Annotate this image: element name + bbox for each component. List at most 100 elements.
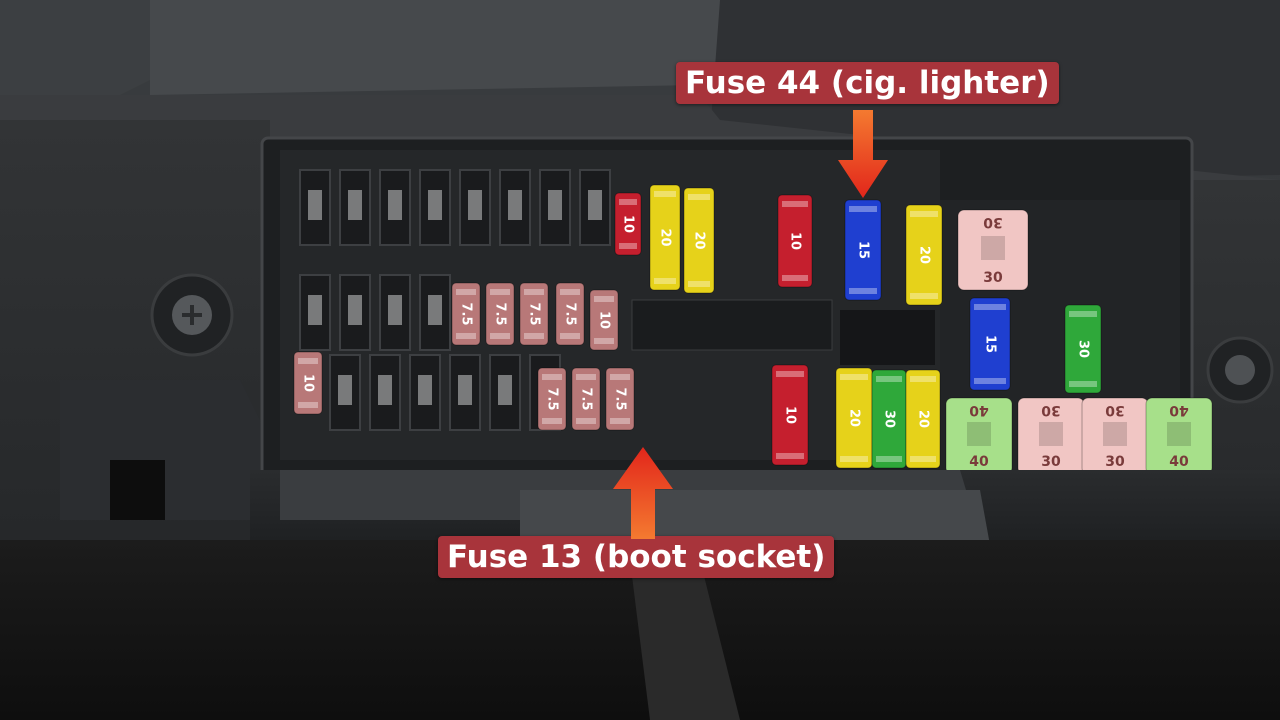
slot-contact — [418, 375, 432, 405]
mini-fuse — [969, 297, 1011, 391]
fuse-terminal — [619, 243, 637, 249]
fuse-terminal — [524, 333, 544, 339]
fuse-rating: 7.5 — [563, 302, 578, 325]
slot-contact — [508, 190, 522, 220]
mini-fuse — [589, 289, 619, 351]
fuse-rating: 10 — [788, 232, 803, 250]
slot-contact — [468, 190, 482, 220]
fuse-terminal — [910, 211, 938, 217]
mini-fuse — [683, 187, 715, 294]
fuse-window — [981, 236, 1005, 260]
fuse-terminal — [849, 288, 877, 294]
mini-fuse — [905, 204, 943, 306]
pedal-shadow — [630, 560, 740, 720]
arrow-up-icon — [613, 447, 673, 539]
slot-contact — [458, 375, 472, 405]
mini-fuse — [605, 367, 635, 431]
fuse-rating-bottom: 30 — [1105, 454, 1125, 470]
mini-fuse — [485, 282, 515, 346]
mini-fuse — [519, 282, 549, 346]
fuse-terminal — [776, 453, 804, 459]
slot-contact — [308, 190, 322, 220]
slot-contact — [428, 295, 442, 325]
fuse-terminal — [490, 289, 510, 295]
fuse-terminal — [782, 201, 808, 207]
fuse-terminal — [974, 378, 1006, 384]
mini-fuse — [614, 192, 642, 256]
fuse-rating: 10 — [783, 406, 798, 424]
slot-contact — [498, 375, 512, 405]
fuse-rating-top: 40 — [969, 402, 989, 418]
fuse-terminal — [849, 206, 877, 212]
fuse-rating: 30 — [882, 410, 897, 428]
fuse-terminal — [974, 304, 1006, 310]
mini-fuse — [844, 199, 882, 301]
slot-contact — [378, 375, 392, 405]
fuse-terminal — [910, 376, 936, 382]
fuse-rating: 15 — [983, 335, 998, 353]
fuse-terminal — [542, 418, 562, 424]
fuse-terminal — [594, 338, 614, 344]
label-fuse-13: Fuse 13 (boot socket) — [438, 536, 835, 578]
mini-fuse — [293, 351, 323, 415]
mini-fuse — [777, 194, 813, 288]
fuse-rating: 7.5 — [459, 302, 474, 325]
fuse-terminal — [840, 374, 868, 380]
fuse-terminal — [610, 374, 630, 380]
fuse-terminal — [910, 293, 938, 299]
fuse-terminal — [456, 289, 476, 295]
fuse-rating-top: 30 — [1105, 402, 1125, 418]
fuse-rating: 7.5 — [613, 387, 628, 410]
fuse-terminal — [654, 278, 676, 284]
slot-contact — [308, 295, 322, 325]
fuse-slots-left — [299, 169, 611, 431]
fuse-window — [1103, 422, 1127, 446]
fuse-rating: 10 — [597, 311, 612, 329]
fuse-rating: 7.5 — [527, 302, 542, 325]
fuse-terminal — [619, 199, 637, 205]
fuse-rating-bottom: 30 — [1041, 454, 1061, 470]
fuse-terminal — [782, 275, 808, 281]
mini-fuse — [771, 364, 809, 466]
relay-slot — [840, 310, 935, 365]
fuse-rating-top: 30 — [1041, 402, 1061, 418]
left-clip-hole — [110, 460, 165, 520]
fuse-terminal — [688, 194, 710, 200]
fuse-terminal — [594, 296, 614, 302]
fuse-window — [1167, 422, 1191, 446]
slot-contact — [588, 190, 602, 220]
fuse-rating: 7.5 — [493, 302, 508, 325]
fuse-rating: 7.5 — [545, 387, 560, 410]
fuse-terminal — [542, 374, 562, 380]
fuse-terminal — [524, 289, 544, 295]
fuse-rating: 10 — [621, 215, 636, 233]
trim-upper-center — [150, 0, 720, 95]
fuse-terminal — [298, 402, 318, 408]
fuse-window — [967, 422, 991, 446]
slot-contact — [388, 295, 402, 325]
mini-fuse — [537, 367, 567, 431]
fuse-rating: 7.5 — [579, 387, 594, 410]
fuse-terminal — [840, 456, 868, 462]
fuse-terminal — [910, 456, 936, 462]
fuse-terminal — [576, 418, 596, 424]
fuse-rating: 15 — [856, 241, 871, 259]
fuse-terminal — [610, 418, 630, 424]
empty-fuse-slot — [329, 354, 361, 431]
fuse-terminal — [1069, 311, 1097, 317]
slot-contact — [338, 375, 352, 405]
fuse-label-strip — [631, 299, 833, 351]
fuse-rating: 20 — [916, 410, 931, 428]
slot-contact — [428, 190, 442, 220]
slot-contact — [348, 295, 362, 325]
screw-left-slot — [182, 305, 202, 325]
fuse-terminal — [654, 191, 676, 197]
fuse-terminal — [876, 376, 902, 382]
slot-contact — [388, 190, 402, 220]
fuse-window — [1039, 422, 1063, 446]
fuse-rating-bottom: 40 — [969, 454, 989, 470]
fuse-terminal — [576, 374, 596, 380]
fuse-terminal — [688, 281, 710, 287]
